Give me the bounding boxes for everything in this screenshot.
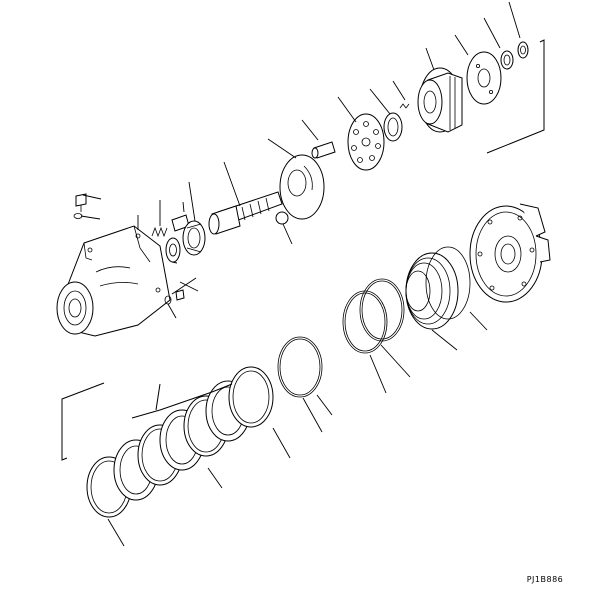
oring-small-top — [73, 213, 83, 219]
swash-plate — [466, 51, 502, 105]
group-bracket-disks — [131, 383, 233, 419]
rear-cover — [469, 203, 551, 303]
drive-shaft — [208, 191, 283, 235]
snap-ring-3 — [359, 278, 405, 342]
snap-ring-1 — [277, 336, 323, 398]
steel-ball — [275, 211, 289, 225]
plug-bolt — [175, 289, 185, 301]
brake-piston — [405, 252, 459, 330]
group-bracket-lower-left — [61, 382, 105, 461]
snap-ring-2 — [342, 290, 388, 354]
retainer-ring — [383, 112, 403, 142]
group-bracket-upper-right — [486, 39, 545, 154]
small-bearing — [500, 50, 514, 70]
leader-lines — [80, 1, 521, 547]
hex-bolt-top — [75, 193, 87, 212]
lock-nut — [517, 41, 529, 59]
bearing-left — [165, 237, 181, 263]
spring-small — [151, 226, 168, 238]
valve-plate — [279, 154, 325, 220]
piston-pin — [311, 141, 336, 159]
spring-pin — [399, 103, 410, 109]
figure-code: PJ1B886 — [527, 575, 564, 584]
disk-pack — [86, 366, 274, 518]
piston-barrel — [417, 67, 463, 133]
roller-bearing — [182, 220, 206, 256]
piston-seal — [425, 246, 471, 320]
cylinder-block — [347, 113, 385, 171]
motor-housing — [56, 225, 171, 337]
